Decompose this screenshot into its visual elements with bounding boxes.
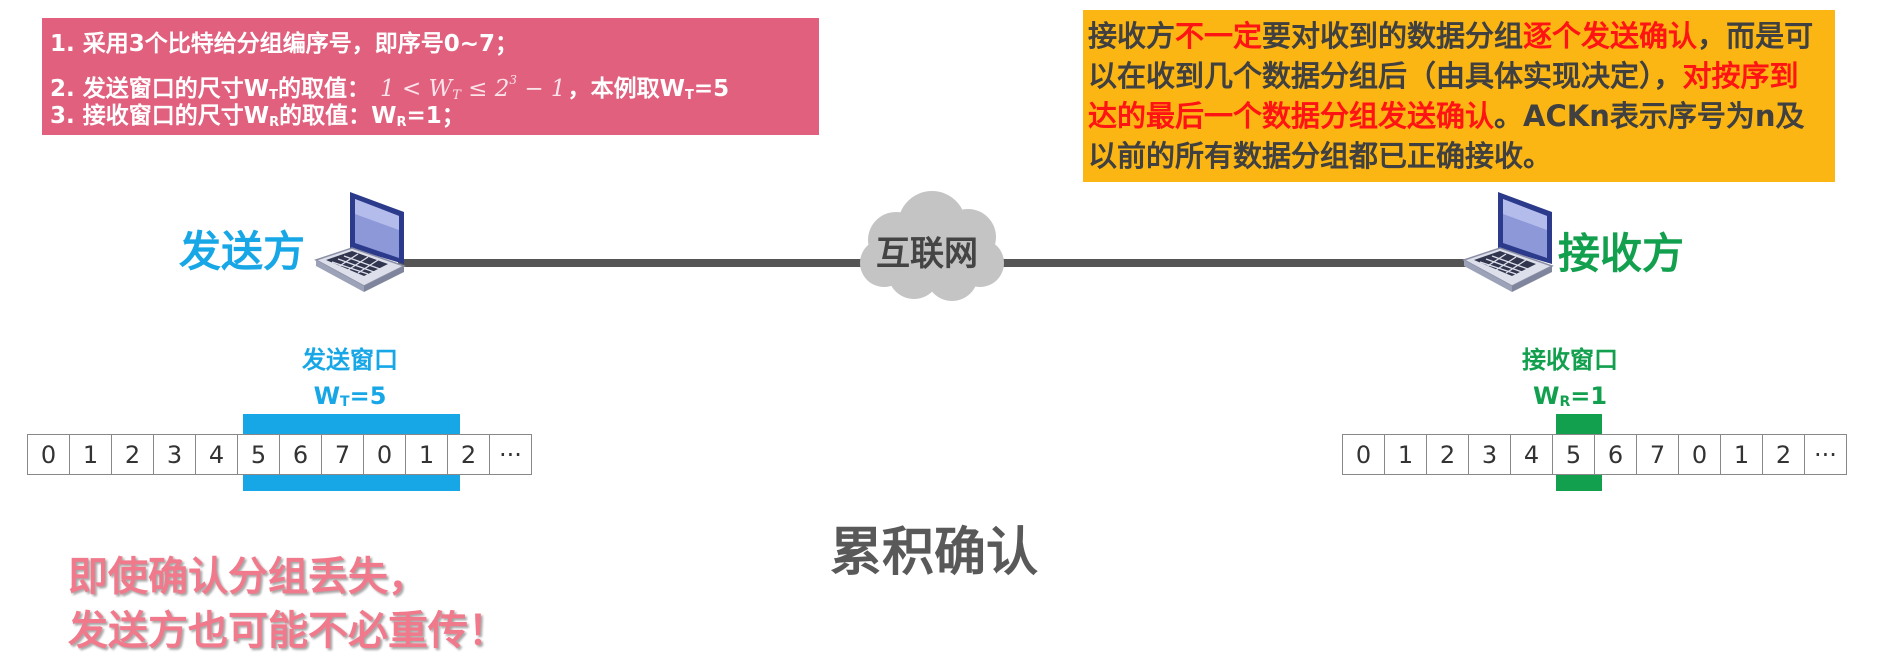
sequence-cell: 2 xyxy=(1426,434,1469,475)
sequence-cell: 7 xyxy=(1636,434,1679,475)
sequence-cell: 6 xyxy=(1594,434,1637,475)
sequence-cell: 6 xyxy=(279,434,322,475)
sequence-cell: 5 xyxy=(237,434,280,475)
sequence-cell: 0 xyxy=(1678,434,1721,475)
laptop-icon xyxy=(314,192,406,292)
sequence-cell: ··· xyxy=(489,434,532,475)
receive-window-label: 接收窗口 WR=1 xyxy=(1500,342,1640,420)
receiver-label: 接收方 xyxy=(1558,229,1685,278)
rule-line-2: 2. 发送窗口的尺寸WT的取值： 1 < WT ≤ 23 − 1，本例取WT=5 xyxy=(50,73,730,103)
sequence-cell: 1 xyxy=(1720,434,1763,475)
sequence-cell: 3 xyxy=(1468,434,1511,475)
sequence-cell: 2 xyxy=(111,434,154,475)
internet-label: 互联网 xyxy=(876,234,978,274)
cloud-icon xyxy=(860,191,1004,301)
sequence-cell: 3 xyxy=(153,434,196,475)
rules-box: 1. 采用3个比特给分组编序号，即序号0~7； 2. 发送窗口的尺寸WT的取值：… xyxy=(42,18,819,135)
ack-loss-note: 即使确认分组丢失， 发送方也可能不必重传！ xyxy=(68,554,508,654)
sequence-cell: ··· xyxy=(1804,434,1847,475)
sequence-cell: 0 xyxy=(1342,434,1385,475)
rule-line-3: 3. 接收窗口的尺寸WR的取值：WR=1； xyxy=(50,103,465,130)
sequence-cell: 0 xyxy=(27,434,70,475)
sequence-cell: 1 xyxy=(69,434,112,475)
sequence-cell: 0 xyxy=(363,434,406,475)
send-window-label: 发送窗口 WT=5 xyxy=(280,342,420,420)
sequence-cell: 2 xyxy=(447,434,490,475)
send-window-size: WT=5 xyxy=(313,382,387,410)
page-title: 累积确认 xyxy=(830,523,1039,583)
laptop-icon xyxy=(1462,192,1554,292)
rule-line-1: 1. 采用3个比特给分组编序号，即序号0~7； xyxy=(50,31,519,57)
sender-label: 发送方 xyxy=(179,227,306,276)
sequence-cell: 4 xyxy=(195,434,238,475)
sequence-cell: 2 xyxy=(1762,434,1805,475)
send-window-formula: 1 < WT ≤ 23 − 1 xyxy=(380,73,566,103)
sequence-cell: 4 xyxy=(1510,434,1553,475)
sequence-cell: 5 xyxy=(1552,434,1595,475)
sequence-cell: 7 xyxy=(321,434,364,475)
sequence-cell: 1 xyxy=(405,434,448,475)
sequence-cell: 1 xyxy=(1384,434,1427,475)
receive-window-size: WR=1 xyxy=(1532,382,1608,410)
cumulative-ack-note: 接收方不一定要对收到的数据分组逐个发送确认，而是可以在收到几个数据分组后（由具体… xyxy=(1083,10,1835,182)
